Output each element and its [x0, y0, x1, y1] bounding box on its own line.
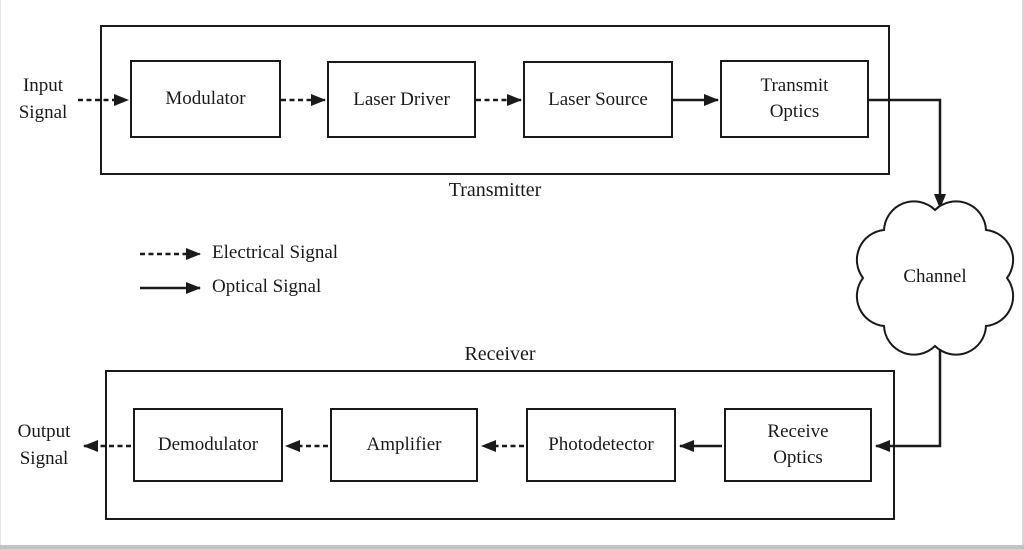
block-label-laser-driver: Laser Driver [353, 88, 450, 110]
transmitter-caption: Transmitter [448, 179, 542, 201]
block-amplifier: Amplifier [330, 408, 478, 482]
receiver-group-box [105, 370, 895, 520]
transmitter-group-box [100, 25, 890, 175]
block-transmit-optics: Transmit Optics [720, 60, 869, 138]
channel-cloud [855, 200, 1015, 356]
output-signal-line2: Signal [19, 447, 69, 469]
legend-optical-label: Optical Signal [212, 276, 322, 297]
block-photodetector: Photodetector [526, 408, 676, 482]
channel-label: Channel [903, 266, 967, 287]
block-modulator: Modulator [130, 60, 281, 138]
block-label-demodulator: Demodulator [157, 434, 259, 456]
screen-bottom-edge [0, 545, 1024, 549]
block-laser-source: Laser Source [523, 61, 673, 138]
block-label-amplifier: Amplifier [366, 434, 442, 456]
legend-electrical-label: Electrical Signal [212, 242, 339, 263]
output-signal-line1: Output [17, 421, 71, 442]
block-laser-driver: Laser Driver [327, 61, 476, 138]
arrow-channel-to-receive-optics [875, 349, 942, 452]
screen-right-edge [1022, 0, 1024, 549]
block-label-photodetector: Photodetector [548, 434, 654, 456]
input-signal-line2: Signal [18, 101, 68, 123]
receiver-caption: Receiver [464, 343, 536, 365]
block-label-laser-source: Laser Source [548, 88, 648, 110]
block-label-receive-optics: Receive Optics [767, 421, 829, 468]
block-label-transmit-optics: Transmit Optics [760, 75, 829, 122]
block-demodulator: Demodulator [133, 408, 283, 482]
input-signal-line1: Input [22, 75, 64, 96]
screen-left-edge [0, 0, 1, 549]
arrow-transmit-optics-to-channel [869, 98, 946, 209]
block-receive-optics: Receive Optics [724, 408, 872, 482]
block-label-modulator: Modulator [165, 88, 246, 110]
